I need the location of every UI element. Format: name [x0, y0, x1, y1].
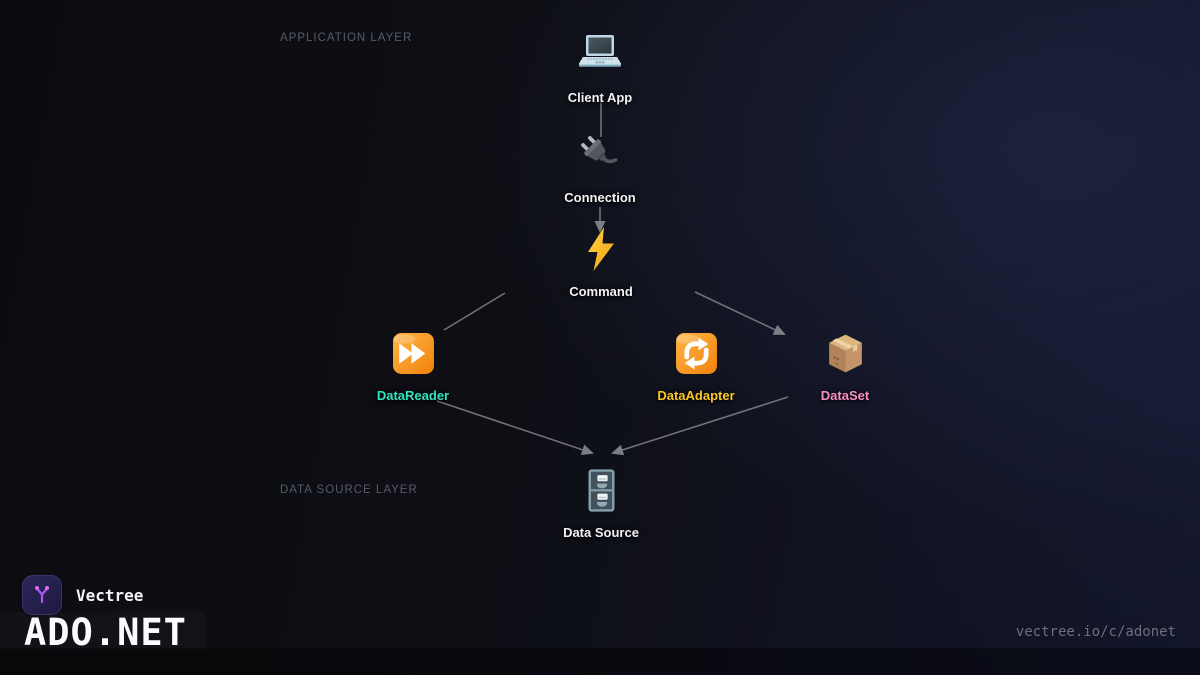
node-data-source: Data Source — [511, 466, 691, 540]
node-dataset: DataSet — [755, 329, 935, 403]
data-source-layer-label: DATA SOURCE LAYER — [280, 484, 418, 496]
edge-command-datareader — [443, 292, 506, 331]
edge-datareader-datasource — [436, 400, 594, 456]
edge-dataset-datasource — [611, 396, 789, 456]
fast-forward-icon — [391, 329, 436, 377]
edge-command-dataset — [694, 291, 786, 335]
node-label-dataadapter: DataAdapter — [657, 388, 735, 403]
node-label-dataset: DataSet — [820, 388, 870, 403]
node-label-connection: Connection — [564, 190, 636, 205]
vectree-logo — [22, 575, 62, 615]
file-cabinet-icon — [579, 466, 624, 514]
node-label-client-app: Client App — [567, 90, 633, 105]
page-title: ADO.NET — [24, 611, 187, 654]
bottom-strip — [0, 648, 1200, 675]
node-label-command: Command — [569, 284, 633, 299]
diagram-edges — [436, 100, 789, 456]
application-layer-label: APPLICATION LAYER — [280, 32, 413, 44]
lightning-icon — [577, 225, 625, 273]
node-client-app: Client App — [510, 31, 690, 105]
node-connection: Connection — [510, 131, 690, 205]
laptop-icon — [576, 31, 624, 79]
plug-icon — [576, 131, 624, 179]
brand-name: Vectree — [76, 585, 144, 605]
node-label-datareader: DataReader — [376, 388, 450, 403]
node-datareader: DataReader — [323, 329, 503, 403]
vectree-branch-icon — [35, 586, 49, 604]
brand-row: Vectree — [22, 575, 143, 615]
repeat-icon — [674, 329, 719, 377]
package-icon — [823, 329, 868, 377]
page-url: vectree.io/c/adonet — [1015, 624, 1176, 640]
node-label-data-source: Data Source — [563, 525, 639, 540]
node-dataadapter: DataAdapter — [606, 329, 786, 403]
node-command: Command — [511, 225, 691, 299]
